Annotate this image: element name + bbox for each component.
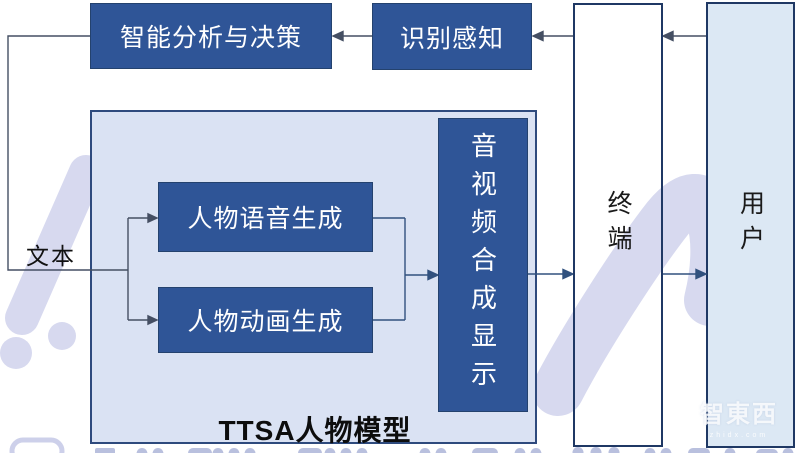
arrowhead-icon (695, 268, 708, 280)
node-animation-generation-label: 人物动画生成 (187, 308, 344, 336)
node-av-synthesis-display-label: 音视频合成显示 (467, 132, 498, 398)
bottom-ring-decor-icon (9, 437, 65, 453)
connector-terminal-to-perception (531, 30, 573, 42)
connector-terminal-to-user (663, 268, 708, 280)
connector-perception-to-analysis (331, 30, 372, 42)
arrowhead-icon (531, 30, 544, 42)
node-voice-generation: 人物语音生成 (158, 182, 373, 252)
arrowhead-icon (562, 268, 575, 280)
node-recognition-perception-label: 识别感知 (399, 24, 504, 53)
node-intelligent-analysis-label: 智能分析与决策 (119, 24, 302, 52)
dots-decor-icon (0, 322, 76, 369)
terminal-box: 终端 (573, 3, 663, 447)
node-av-synthesis-display: 音视频合成显示 (438, 118, 528, 412)
input-text-label: 文本 (26, 243, 76, 269)
node-recognition-perception: 识别感知 (372, 3, 532, 70)
node-voice-generation-label: 人物语音生成 (187, 205, 344, 233)
user-box: 用户 (706, 2, 795, 448)
node-intelligent-analysis: 智能分析与决策 (90, 3, 332, 69)
connector-user-to-terminal (661, 30, 706, 42)
ttsa-model-caption: TTSA人物模型 (218, 415, 412, 446)
arrowhead-icon (661, 30, 674, 42)
arrowhead-icon (331, 30, 344, 42)
node-animation-generation: 人物动画生成 (158, 287, 373, 353)
user-label: 用户 (736, 190, 765, 260)
terminal-label: 终端 (604, 190, 632, 260)
